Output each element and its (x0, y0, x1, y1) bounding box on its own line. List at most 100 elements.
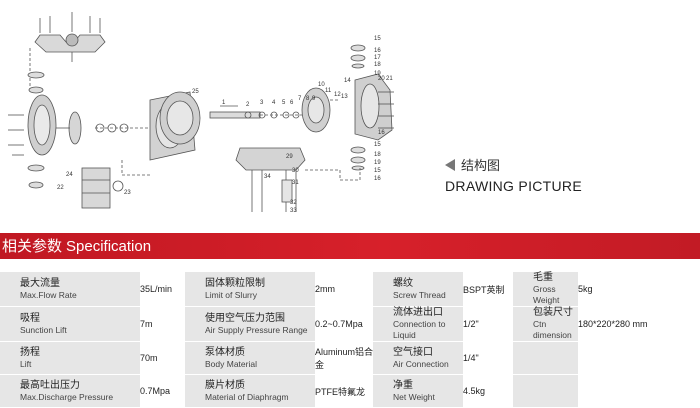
spec-label-en: Sunction Lift (20, 324, 67, 335)
spec-value-cell: 0.7Mpa (140, 374, 185, 408)
svg-text:8: 8 (306, 96, 310, 102)
drawing-caption: 结构图 DRAWING PICTURE (445, 155, 582, 194)
spec-label-en: Max.Flow Rate (20, 289, 77, 300)
drawing-title-cn: 结构图 (461, 159, 501, 174)
spec-label-cn: 螺纹 (393, 277, 413, 289)
spec-value: 5kg (578, 283, 593, 294)
spec-value-cell: 1/4" (463, 341, 513, 375)
spec-label-cn: 泵体材质 (205, 346, 245, 358)
spec-label-en: Limit of Slurry (205, 289, 257, 300)
spec-value: 4.5kg (463, 385, 486, 396)
svg-text:30: 30 (292, 168, 299, 174)
svg-text:3: 3 (260, 100, 264, 106)
spec-value: 2mm (315, 283, 335, 294)
svg-text:34: 34 (264, 174, 271, 180)
spec-label-en: Screw Thread (393, 289, 446, 300)
svg-text:12: 12 (334, 92, 341, 98)
spec-value-cell: 2mm (315, 272, 373, 307)
svg-text:9: 9 (312, 96, 316, 102)
spec-label-cn: 毛重 (533, 272, 553, 283)
spec-label-cn: 空气接口 (393, 346, 433, 358)
svg-text:32: 32 (290, 200, 297, 206)
spec-value-cell: 1/2" (463, 306, 513, 342)
spec-value-cell: 5kg (578, 272, 700, 307)
spec-label-cn: 流体进出口 (393, 307, 443, 318)
svg-text:1: 1 (222, 100, 226, 106)
spec-label-en: Connection to Liquid (393, 319, 446, 340)
svg-text:16: 16 (378, 130, 385, 136)
svg-text:19: 19 (374, 71, 381, 77)
spec-label-cell (513, 374, 578, 408)
spec-value-cell (578, 374, 700, 408)
spec-label-cn: 使用空气压力范围 (205, 312, 285, 324)
spec-value-cell: 0.2~0.7Mpa (315, 306, 373, 342)
spec-value: 0.7Mpa (140, 385, 171, 396)
svg-text:25: 25 (192, 89, 199, 95)
spec-label-cn: 膜片材质 (205, 379, 245, 391)
svg-text:22: 22 (57, 185, 64, 191)
svg-text:5: 5 (282, 100, 286, 106)
svg-text:29: 29 (286, 154, 293, 160)
spec-label-cn: 最大流量 (20, 277, 60, 289)
spec-label-en: Ctn dimension (533, 319, 572, 340)
spec-label-cn: 包装尺寸 (533, 307, 573, 318)
spec-value-cell: PTFE特氟龙 (315, 374, 373, 408)
svg-text:11: 11 (325, 88, 332, 94)
svg-text:15: 15 (374, 142, 381, 148)
svg-text:20: 20 (378, 76, 385, 82)
spec-value: 1/2" (463, 318, 479, 329)
spec-value: 1/4" (463, 352, 479, 363)
spec-value-cell: BSPT英制 (463, 272, 513, 307)
svg-text:17: 17 (374, 55, 381, 61)
svg-text:23: 23 (124, 190, 131, 196)
spec-value-cell: 70m (140, 341, 185, 375)
svg-text:31: 31 (292, 180, 299, 186)
spec-label-en: Air Connection (393, 358, 449, 369)
spec-value: Aluminum铝合金 (315, 347, 374, 370)
spec-label-en: Air Supply Pressure Range (205, 324, 308, 335)
spec-value-cell (578, 341, 700, 375)
svg-text:18: 18 (374, 152, 381, 158)
svg-text:16: 16 (374, 176, 381, 182)
drawing-title-cn-row: 结构图 (445, 155, 582, 174)
svg-text:15: 15 (374, 168, 381, 174)
svg-text:24: 24 (66, 172, 73, 178)
svg-text:33: 33 (290, 208, 297, 214)
spec-label-cn: 扬程 (20, 346, 40, 358)
spec-value-cell: Aluminum铝合金 (315, 341, 374, 375)
spec-label-en: Max.Discharge Pressure (20, 391, 114, 402)
svg-text:7: 7 (298, 96, 302, 102)
svg-text:2: 2 (246, 102, 250, 108)
spec-value: 0.2~0.7Mpa (315, 318, 363, 329)
spec-label-cn: 固体颗粒限制 (205, 277, 265, 289)
svg-text:21: 21 (386, 76, 393, 82)
triangle-left-icon (445, 158, 455, 171)
svg-text:10: 10 (318, 82, 325, 88)
svg-text:14: 14 (344, 78, 351, 84)
banner-title-cn: 相关参数 (2, 237, 63, 255)
spec-label-cn: 最高吐出压力 (20, 379, 80, 391)
svg-text:4: 4 (272, 100, 276, 106)
spec-value: 180*220*280 mm (578, 318, 648, 329)
spec-label-en: Body Material (205, 358, 257, 369)
